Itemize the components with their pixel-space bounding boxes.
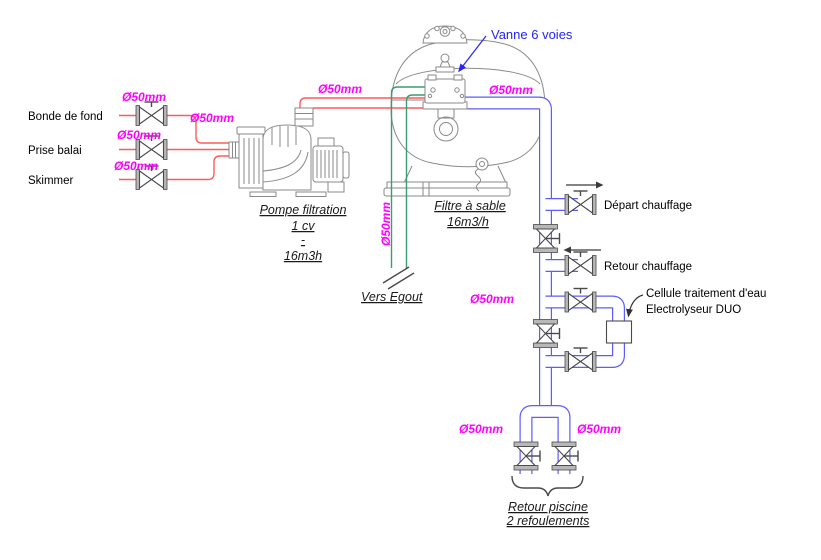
- label-vers-egout: Vers Egout: [361, 290, 423, 304]
- dia-label-main-return: Ø50mm: [470, 292, 514, 306]
- valve6-bolt-3: [459, 93, 465, 99]
- label-prise-balai: Prise balai: [28, 145, 82, 157]
- label-filter-flow: 16m3/h: [447, 215, 489, 229]
- valve-depart-chauffage: [564, 190, 597, 216]
- tank-skirt-left: [403, 165, 413, 184]
- label-filter-name: Filtre à sable: [434, 199, 506, 213]
- label-retour-chauffage: Retour chauffage: [604, 261, 692, 273]
- pipe-return-manifold-bore: [520, 406, 570, 474]
- label-retour-piscine: Retour piscine: [508, 500, 588, 514]
- waste-pipes: [382, 86, 432, 290]
- dia-label-skimmer: Ø50mm: [114, 159, 158, 173]
- valve6-lever-knob: [440, 53, 450, 63]
- pump-inlet-ridges: [232, 142, 236, 158]
- pump-volute-2: [262, 149, 302, 172]
- pump-motor-support: [327, 181, 345, 193]
- dia-label-refoulement-right: Ø50mm: [577, 422, 621, 436]
- electrolyser-cell: [605, 320, 633, 344]
- label-vanne-6-voies: Vanne 6 voies: [491, 27, 573, 42]
- pipe-pump-to-valve-outer: [299, 97, 432, 122]
- six-way-valve-drawing: [422, 53, 468, 142]
- tank-cap-knob: [439, 26, 451, 37]
- pump-foot-left: [249, 191, 277, 197]
- dia-label-refoulement-left: Ø50mm: [459, 422, 503, 436]
- pipe-waste-outer: [390, 86, 432, 268]
- pipe-skimmer-to-pump: [166, 155, 240, 181]
- pump-inlet-union: [228, 141, 240, 159]
- pump-motor-fins: [316, 150, 338, 178]
- sand-filter-tank-drawing: [383, 25, 546, 197]
- tank-drain-fitting: [475, 157, 489, 171]
- valve6-bottom-neck: [437, 108, 455, 119]
- dia-label-balai: Ø50mm: [117, 128, 161, 142]
- valve6-ear-left: [427, 74, 437, 81]
- dia-label-waste: Ø50mm: [379, 202, 393, 246]
- pipe-waste-inner: [405, 94, 432, 268]
- label-cellule-line2: Electrolyseur DUO: [646, 304, 741, 316]
- valve-main-line-upper: [532, 223, 561, 254]
- pump-volute-1: [262, 151, 309, 183]
- pump-strainer-lid: [236, 126, 266, 135]
- dia-label-suction-merge: Ø50mm: [190, 111, 234, 125]
- tank-cap-bolt-3: [450, 25, 456, 32]
- label-pump-power: 1 cv: [292, 219, 316, 233]
- valve6-lever-stem: [439, 61, 451, 68]
- valve6-bolt-2: [454, 87, 460, 93]
- label-refoulements: 2 refoulements: [506, 514, 590, 528]
- label-pump-separator: -: [301, 233, 305, 247]
- valve6-ear-right: [453, 74, 463, 81]
- vanne6-leader-arrow: [458, 35, 487, 73]
- tank-skirt-right: [497, 165, 507, 184]
- valve6-bolt-4: [427, 93, 433, 99]
- tank-drain-hose: [474, 168, 482, 192]
- tank-base-upper: [386, 181, 508, 189]
- pump-foot-right: [295, 191, 327, 197]
- retour-flow-arrow-head: [563, 246, 571, 254]
- valve6-bolt-1: [430, 87, 436, 93]
- annotations-graphics: [458, 35, 644, 497]
- tank-cap-knob-center: [442, 29, 448, 34]
- pump-body-ribs: [271, 126, 297, 147]
- pipe-break-symbol: [382, 266, 415, 290]
- dia-label-bonde: Ø50mm: [122, 90, 166, 104]
- tank-drain-center: [479, 161, 485, 167]
- label-depart-chauffage: Départ chauffage: [604, 200, 692, 212]
- pump-discharge-union: [294, 107, 314, 127]
- valve6-lever-collar: [435, 66, 455, 73]
- valve-main-line-lower: [532, 318, 561, 349]
- valve-retour-chauffage: [564, 251, 597, 277]
- refoulements-brace: [511, 475, 584, 497]
- valve-bonde-de-fond: [135, 101, 168, 127]
- tank-base-clip: [422, 182, 430, 196]
- tank-base-lower: [383, 187, 511, 197]
- label-pump-name: Pompe filtration: [260, 203, 347, 217]
- label-pump-flow: 16m3h: [284, 249, 322, 263]
- label-bonde-de-fond: Bonde de fond: [28, 111, 103, 123]
- valve-refoulement-right: [551, 441, 579, 471]
- tank-cap-bolt-4: [460, 33, 466, 39]
- valve6-sight-ring-inner: [439, 122, 453, 136]
- tank-seam-upper: [395, 67, 541, 85]
- label-cellule-line1: Cellule traitement d'eau: [646, 288, 766, 300]
- pump-motor-cap: [342, 151, 350, 179]
- pipe-main-return-bore: [462, 97, 551, 414]
- dia-label-filter-outlet: Ø50mm: [489, 83, 533, 97]
- valve6-sight-ring-outer: [433, 116, 459, 142]
- valve-refoulement-left: [513, 441, 541, 471]
- dia-label-pump-discharge: Ø50mm: [318, 82, 362, 96]
- pump-discharge-ridges: [295, 113, 313, 120]
- pump-body: [262, 124, 312, 191]
- depart-flow-arrow-head: [596, 181, 604, 189]
- cell-leader-arrow: [625, 294, 644, 318]
- valve6-body: [424, 78, 466, 104]
- pump-strainer-ribs: [243, 138, 260, 184]
- pipe-bonde-to-pump: [166, 114, 240, 144]
- tank-cap-bolt-2: [434, 25, 440, 32]
- tank-cap-bolt-1: [424, 33, 430, 39]
- filtration-pump-drawing: [228, 107, 350, 197]
- label-skimmer: Skimmer: [28, 175, 74, 187]
- text-labels: Bonde de fond Prise balai Skimmer Ø50mm …: [28, 27, 766, 528]
